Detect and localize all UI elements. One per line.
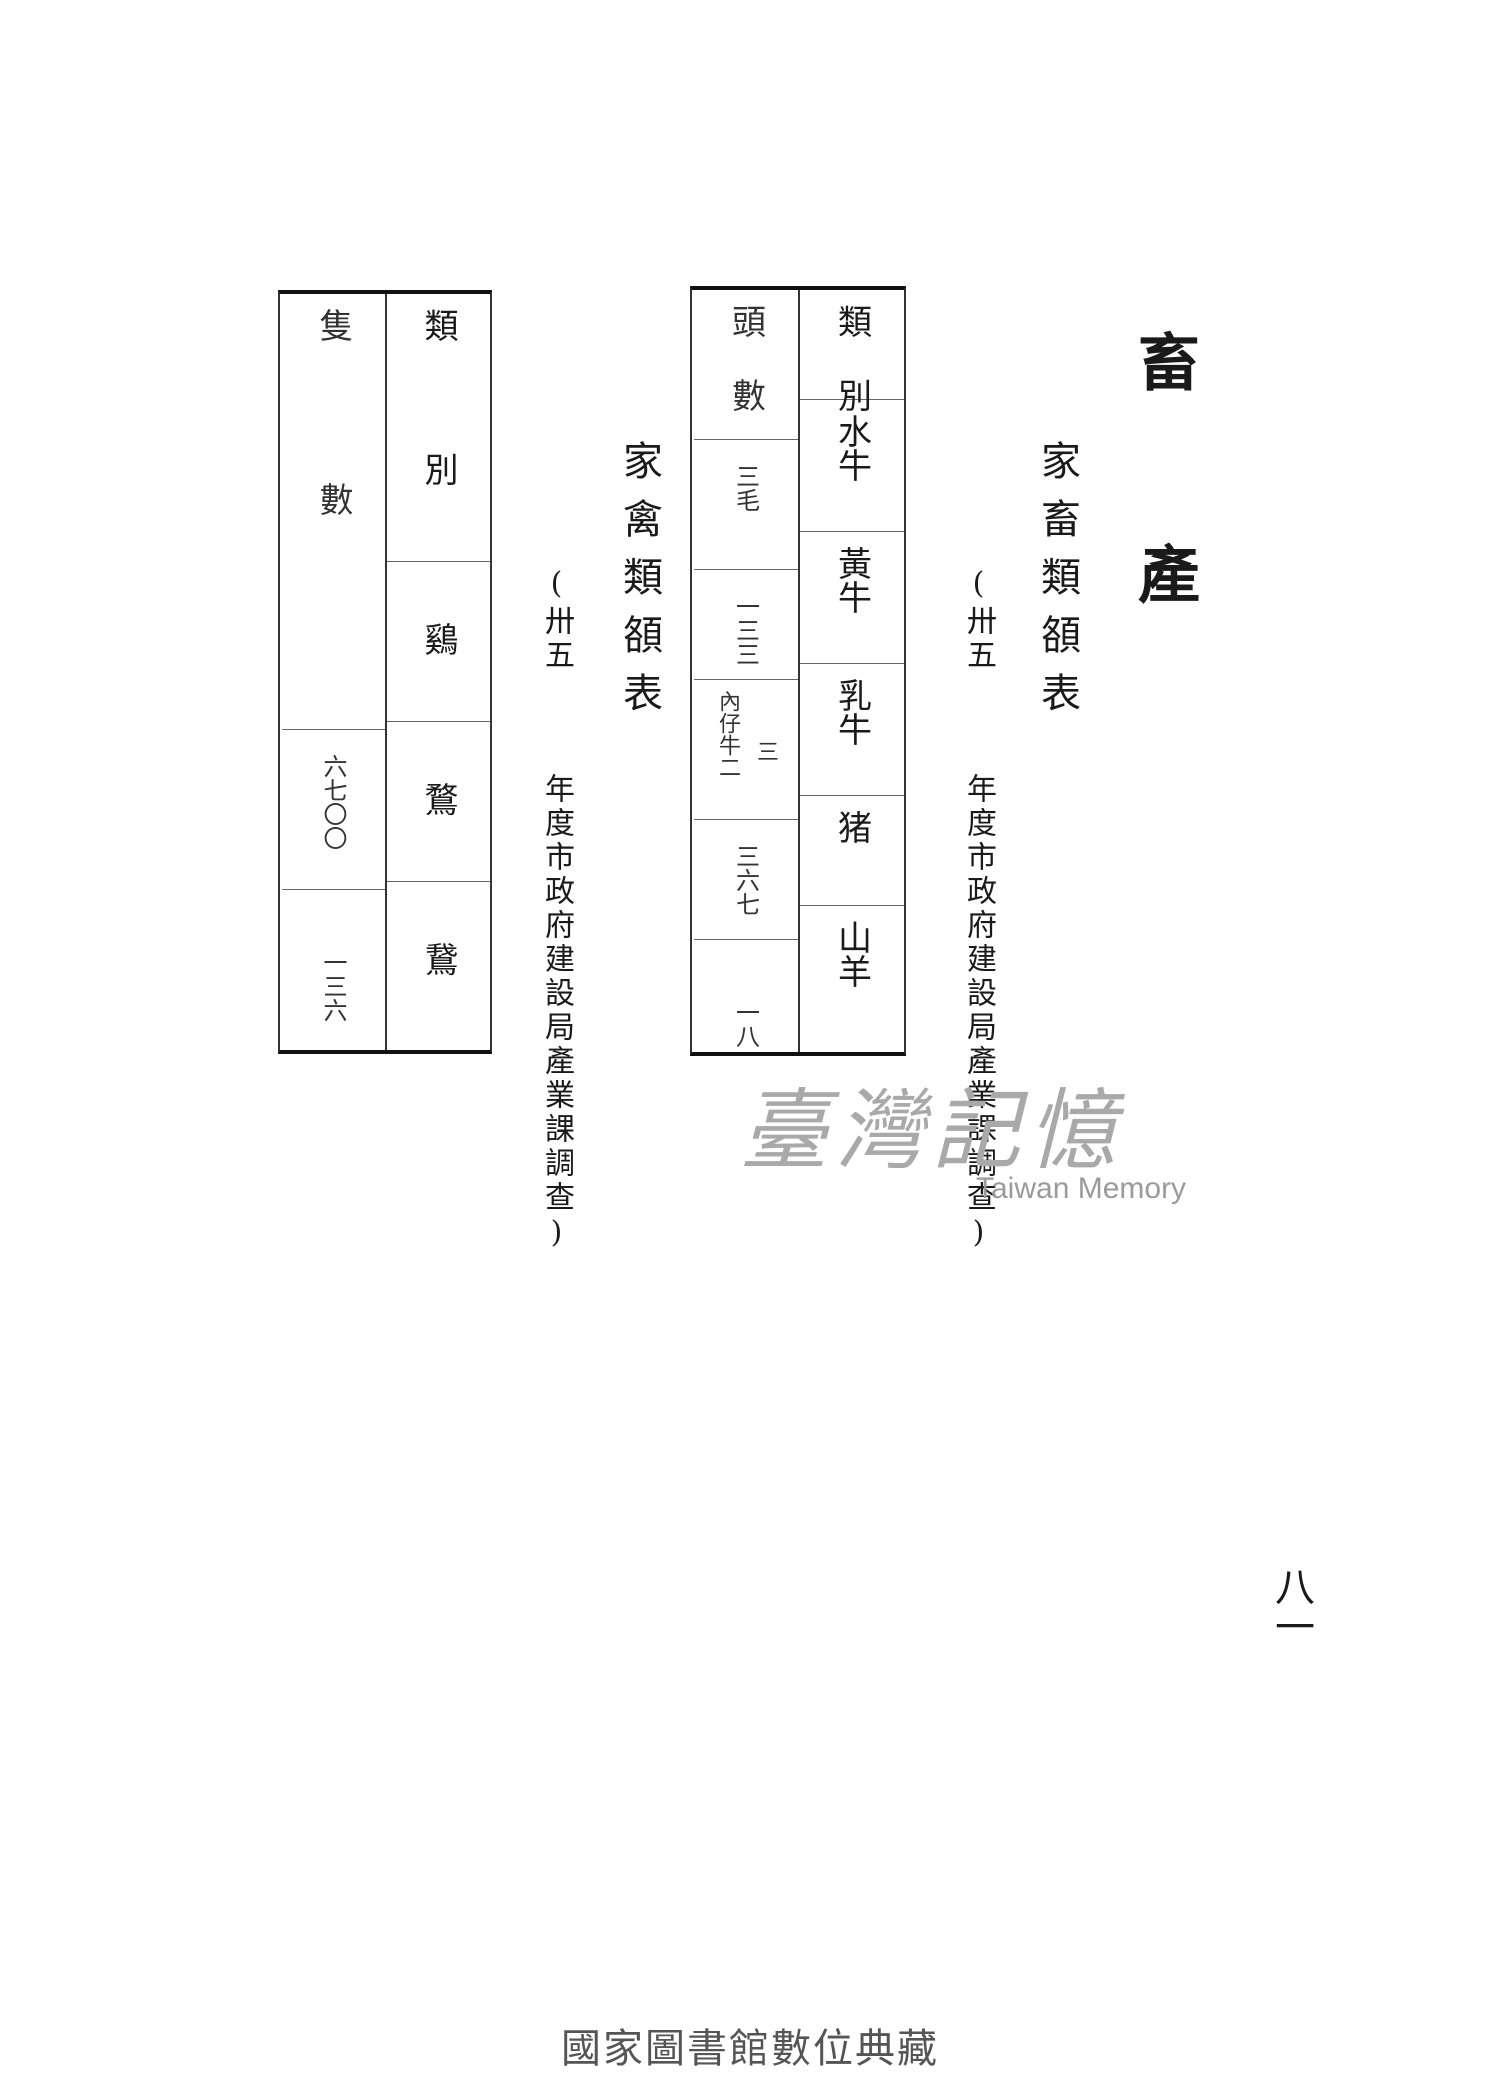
table-cell: 三六七 [694,820,798,940]
table-header-cell: 類別 [800,290,904,452]
poultry-source-year: 年度 [539,773,574,841]
livestock-category-column: 類別 水牛 黃牛 乳牛 猪 山羊 [800,290,904,1052]
poultry-source-year-prefix: 卅五 [539,605,574,673]
table-cell: 猪 [800,796,904,906]
watermark-chinese: 臺灣記憶 [740,1079,1125,1182]
page-number: 八一 [1268,1566,1314,1646]
livestock-table: 類別 水牛 黃牛 乳牛 猪 山羊 頭數 三毛 一三三 三 內仔牛二 三六七 一八 [690,286,906,1056]
table-cell: 六七〇〇 [282,730,385,890]
table-header-cell: 隻數 [282,294,385,730]
table-header-cell: 類別 [387,294,490,596]
table-cell: 水牛 [800,400,904,532]
table-cell: 鵞 [418,942,458,976]
table-cell: 鶩 [387,722,490,882]
table-cell: 一八 [731,1000,760,1048]
table-cell: 黃牛 [800,532,904,664]
poultry-category-column: 類別 鷄 鶩 鵞 [387,294,490,1050]
poultry-table-title: 家禽類頟表 [616,440,662,730]
livestock-source-year-prefix: 卅五 [961,605,996,673]
table-cell: 一三六 [319,950,347,1022]
livestock-source-agency: 市政府建設局產業課調查 [961,841,996,1215]
table-header-cell: 頭數 [694,290,798,452]
table-cell: 一三三 [694,570,798,680]
table-cell: 三毛 [694,440,798,570]
livestock-table-title: 家畜類頟表 [1034,440,1080,730]
chapter-title: 畜產 [1127,330,1200,754]
livestock-source-year: 年度 [961,773,996,841]
table-cell: 乳牛 [800,664,904,796]
poultry-count-column: 隻數 六七〇〇 一三六 [282,294,387,1050]
poultry-table: 類別 鷄 鶩 鵞 隻數 六七〇〇 一三六 [278,290,492,1054]
table-cell: 鷄 [387,562,490,722]
livestock-table-source: (卅五年度市政府建設局產業課調查) [950,566,1000,1254]
poultry-table-source: (卅五年度市政府建設局產業課調查) [528,566,578,1254]
taiwan-memory-watermark: 臺灣記憶 Taiwan Memory [740,1060,1210,1220]
table-cell: 三 內仔牛二 [694,680,798,820]
poultry-source-agency: 市政府建設局產業課調查 [539,841,574,1215]
calf-note: 內仔牛二 [715,690,740,778]
table-cell: 山羊 [831,920,872,988]
footer-archive-label: 國家圖書館數位典藏 [561,2026,939,2072]
livestock-count-column: 頭數 三毛 一三三 三 內仔牛二 三六七 一八 [694,290,800,1052]
watermark-english: Taiwan Memory [976,1172,1187,1205]
